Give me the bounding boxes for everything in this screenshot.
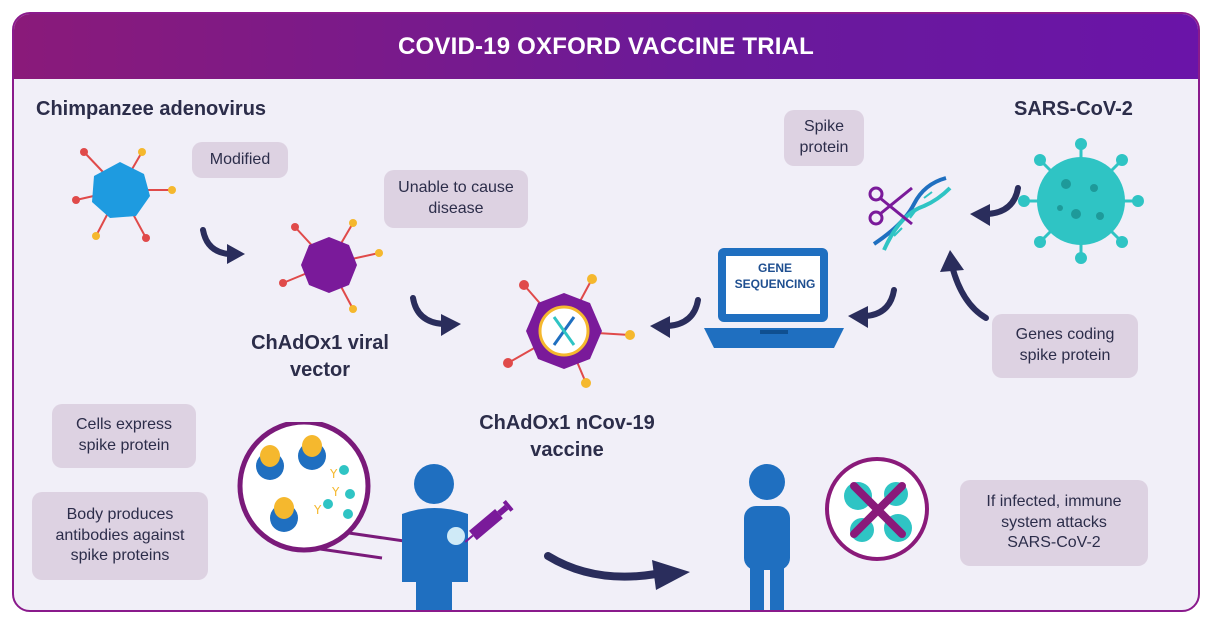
svg-text:Y: Y [329,467,338,481]
spike-protein-box: Spike protein [784,110,864,166]
modified-box: Modified [192,142,288,178]
svg-text:Y: Y [331,485,340,499]
arrow-4 [848,287,897,328]
cells-magnifier-icon: Y Y Y [237,422,467,560]
arrow-2 [410,295,461,336]
person-icon [402,464,468,610]
genes-coding-box: Genes coding spike protein [992,314,1138,378]
vaccine-label: ChAdOx1 nCov-19 vaccine [479,412,655,461]
virus-crossed-icon [825,457,929,561]
diagram-frame: COVID-19 OXFORD VACCINE TRIAL Chimpanzee… [12,12,1200,612]
unable-box: Unable to cause disease [384,170,528,228]
arrow-5 [970,185,1021,226]
chimp-adenovirus-label: Chimpanzee adenovirus [36,98,267,120]
laptop-icon [704,248,844,348]
svg-text:Y: Y [313,503,322,517]
adenovirus-icon [72,148,176,242]
arrow-3 [650,297,701,338]
arrow-6 [940,250,989,321]
title-banner: COVID-19 OXFORD VACCINE TRIAL [14,14,1198,79]
viral-vector-icon [279,219,383,313]
arrow-1 [200,227,245,264]
viral-vector-label: ChAdOx1 viral vector [251,332,389,381]
laptop-screen-text: GENE SEQUENCING [734,261,816,292]
syringe-icon [464,500,514,543]
person-icon [744,464,790,610]
coronavirus-icon [1018,138,1144,264]
antibodies-box: Body produces antibodies against spike p… [32,492,208,580]
sars-cov2-label: SARS-CoV-2 [1014,98,1133,120]
arrow-7 [544,552,690,590]
cells-express-box: Cells express spike protein [52,404,196,468]
vaccine-icon [503,274,635,388]
diagram-title: COVID-19 OXFORD VACCINE TRIAL [397,32,815,60]
dna-scissors-icon [868,176,952,251]
infected-box: If infected, immune system attacks SARS-… [960,480,1148,566]
